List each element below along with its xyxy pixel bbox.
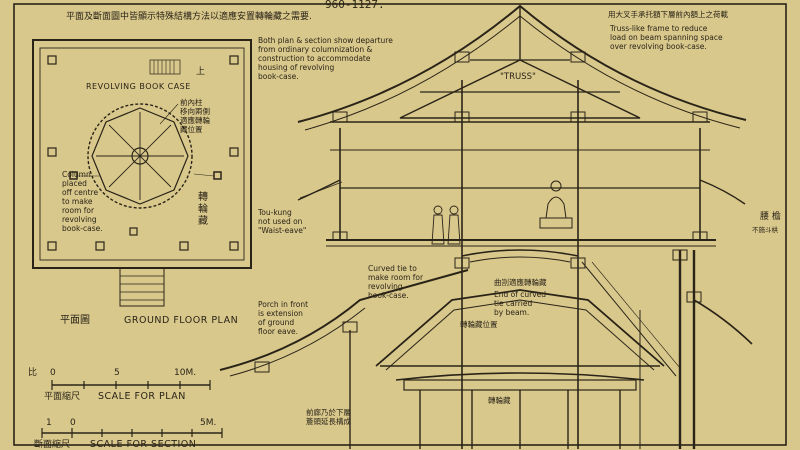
scale-left-chinese: 比 [28,368,38,378]
up-mark: 上 [196,67,206,77]
plan-scale-mark-0: 0 [50,368,56,378]
revolving-book-case-label: REVOLVING BOOK CASE [86,82,191,91]
ground-floor-plan-caption: GROUND FLOOR PLAN [124,315,239,326]
date-range: 960-1127. [325,0,385,11]
curved-tie-chinese: 曲劄適應轉輪藏 [494,278,547,287]
column-placed-note: Column placed off centre to make room fo… [62,170,103,233]
chinese-header-note: 平面及斷面圖中皆顯示特殊結構方法以適應安置轉輪藏之需要. [66,12,312,22]
tou-kung-note: Tou-kung not used on "Waist-eave" [258,208,307,235]
top-right-chinese: 用大叉手承托額下層前內額上之荷載 [608,10,728,19]
truss-frame-note: Truss-like frame to reduce load on beam … [610,24,723,51]
building-section [219,4,753,449]
curved-tie-note: Curved tie to make room for revolving bo… [368,264,424,300]
bookcase-position-chinese: 轉輪藏位置 [460,320,498,329]
section-scale-chinese: 斷面縮尺 [34,440,71,450]
porch-chinese: 前廊乃於下層 簷頭延長構成 [306,408,351,426]
sheet-border [13,3,787,446]
plan-scale-caption: SCALE FOR PLAN [98,391,186,402]
revolving-bookcase-plan [78,103,215,209]
bookcase-base-chinese: 轉輪藏 [488,396,511,405]
revolving-case-chinese: 轉 輪 藏 [198,192,208,227]
plan-scale-mark-5: 5 [114,368,120,378]
tou-kung-brackets [254,51,708,373]
porch-note: Porch in front is extension of ground fl… [258,300,309,336]
section-scale-caption: SCALE FOR SECTION [90,439,197,450]
plan-scale-mark-10: 10M. [174,368,197,378]
section-scale-bar [41,428,223,438]
section-scale-mark-0: 0 [70,418,76,428]
plan-scale-chinese: 平面縮尺 [44,392,81,402]
waist-eave-chinese-2: 不施斗栱 [752,226,778,234]
section-scale-mark-1: 1 [46,418,52,428]
intro-note: Both plan & section show departure from … [258,36,393,81]
plan-scale-bar [51,380,211,390]
column-note-chinese: 前內柱 移向兩側 適應轉輪 藏位置 [180,98,210,134]
ground-floor-plan-chinese: 平面圖 [60,315,90,326]
tie-end-note: End of curved tie carried by beam. [494,290,547,317]
section-scale-mark-5: 5M. [200,418,217,428]
truss-label: "TRUSS" [500,72,536,82]
waist-eave-chinese: 腰 檐 [760,212,781,222]
ground-floor-plan [32,39,252,307]
